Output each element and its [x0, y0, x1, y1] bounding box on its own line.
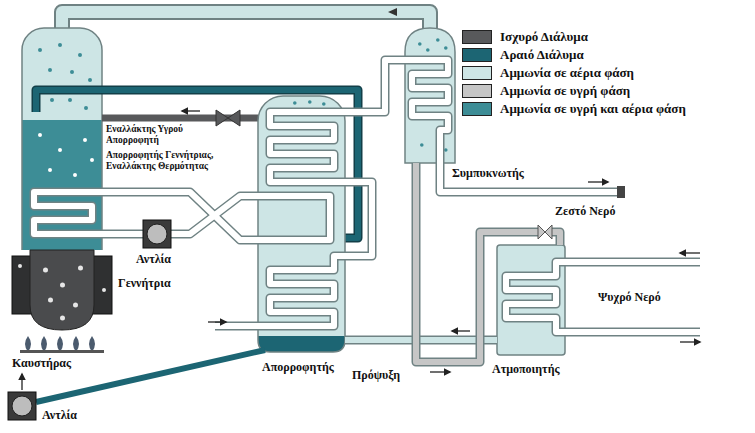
- pipe-end-cap: [617, 186, 625, 198]
- legend-text: Αραιό Διάλυμα: [500, 47, 584, 63]
- pump-label: Αντλία: [136, 252, 171, 266]
- droplets: [293, 100, 326, 106]
- burner-bar: [20, 350, 104, 353]
- part-label: Γεννήτρια: [118, 276, 171, 290]
- heat-exchanger-pipe: [102, 192, 330, 240]
- legend-row: Αμμωνία σε υγρή και αέρια φάση: [462, 100, 686, 118]
- flow-arrow: [452, 330, 470, 331]
- part-label: Συμπυκνωτής: [452, 166, 524, 180]
- pump-rotor: [12, 396, 32, 416]
- legend-text: Αμμωνία σε υγρή και αέρια φάση: [500, 101, 686, 117]
- part-label: Καυστήρας: [12, 356, 71, 370]
- bubbles: [38, 133, 94, 177]
- expansion-valve: [545, 225, 552, 239]
- vapour-duct: [62, 12, 430, 30]
- part-label: Απορροφητής Γεννήτριας, Εναλλάκτης Θερμό…: [106, 150, 234, 173]
- mixed-region: [20, 120, 106, 252]
- cooling-water-pipe-outline: [215, 60, 620, 326]
- legend-swatch: [462, 48, 492, 62]
- heat-exchanger-pipe-outline: [102, 192, 330, 240]
- generator-column-fill: [20, 26, 106, 252]
- legend-text: Ισχυρό Διάλυμα: [500, 29, 588, 45]
- legend-text: Αμμωνία σε υγρή φάση: [500, 83, 630, 99]
- chilled-water-coil: [506, 262, 700, 332]
- pump-symbol: [143, 220, 171, 248]
- part-label: Ατμοποιητής: [492, 362, 560, 376]
- cooling-water-pipe: [215, 60, 620, 326]
- vapour-duct-outline: [62, 12, 430, 30]
- part-label: Εναλλάκτης Υγρού Απορροφητή: [106, 124, 234, 147]
- flow-arrow: [680, 252, 700, 253]
- legend-row: Αμμωνία σε υγρή φάση: [462, 82, 686, 100]
- legend-swatch: [462, 30, 492, 44]
- generator-coil-outline: [34, 192, 102, 234]
- flow-arrow: [208, 321, 226, 322]
- legend-text: Αμμωνία σε αέρια φάση: [500, 65, 634, 81]
- pump-symbol: [8, 392, 36, 420]
- valve: [216, 110, 228, 126]
- legend-row: Αραιό Διάλυμα: [462, 46, 686, 64]
- flow-arrow: [388, 8, 397, 16]
- valve: [228, 110, 240, 126]
- droplets: [38, 43, 92, 110]
- legend-swatch: [462, 66, 492, 80]
- solution-pool: [256, 336, 348, 356]
- flow-arrow: [588, 181, 608, 182]
- boiling-bubbles: [18, 264, 106, 321]
- flow-label: Ψυχρό Νερό: [598, 290, 661, 304]
- generator-coil: [34, 192, 102, 234]
- legend: Ισχυρό ΔιάλυμαΑραιό ΔιάλυμαΑμμωνία σε αέ…: [462, 28, 686, 118]
- gas-return-outline: [345, 336, 497, 345]
- part-label: Απορροφητής: [262, 360, 334, 374]
- chilled-water-coil-outline: [506, 262, 700, 332]
- generator-column-outline: [22, 28, 102, 250]
- flow-arrow: [680, 341, 700, 342]
- burner-flames: [25, 336, 95, 352]
- gas-return-pipe: [345, 337, 497, 343]
- part-label: Πρόψυξη: [352, 368, 400, 382]
- flow-arrow: [430, 371, 450, 372]
- legend-swatch: [462, 84, 492, 98]
- pump-rotor: [147, 224, 167, 244]
- flow-arrow: [21, 374, 22, 390]
- legend-row: Ισχυρό Διάλυμα: [462, 28, 686, 46]
- flow-arrow: [182, 110, 200, 111]
- legend-row: Αμμωνία σε αέρια φάση: [462, 64, 686, 82]
- pump-label: Αντλία: [42, 408, 77, 422]
- expansion-valve: [538, 225, 545, 239]
- legend-swatch: [462, 102, 492, 116]
- flow-label: Ζεστό Νερό: [555, 204, 615, 218]
